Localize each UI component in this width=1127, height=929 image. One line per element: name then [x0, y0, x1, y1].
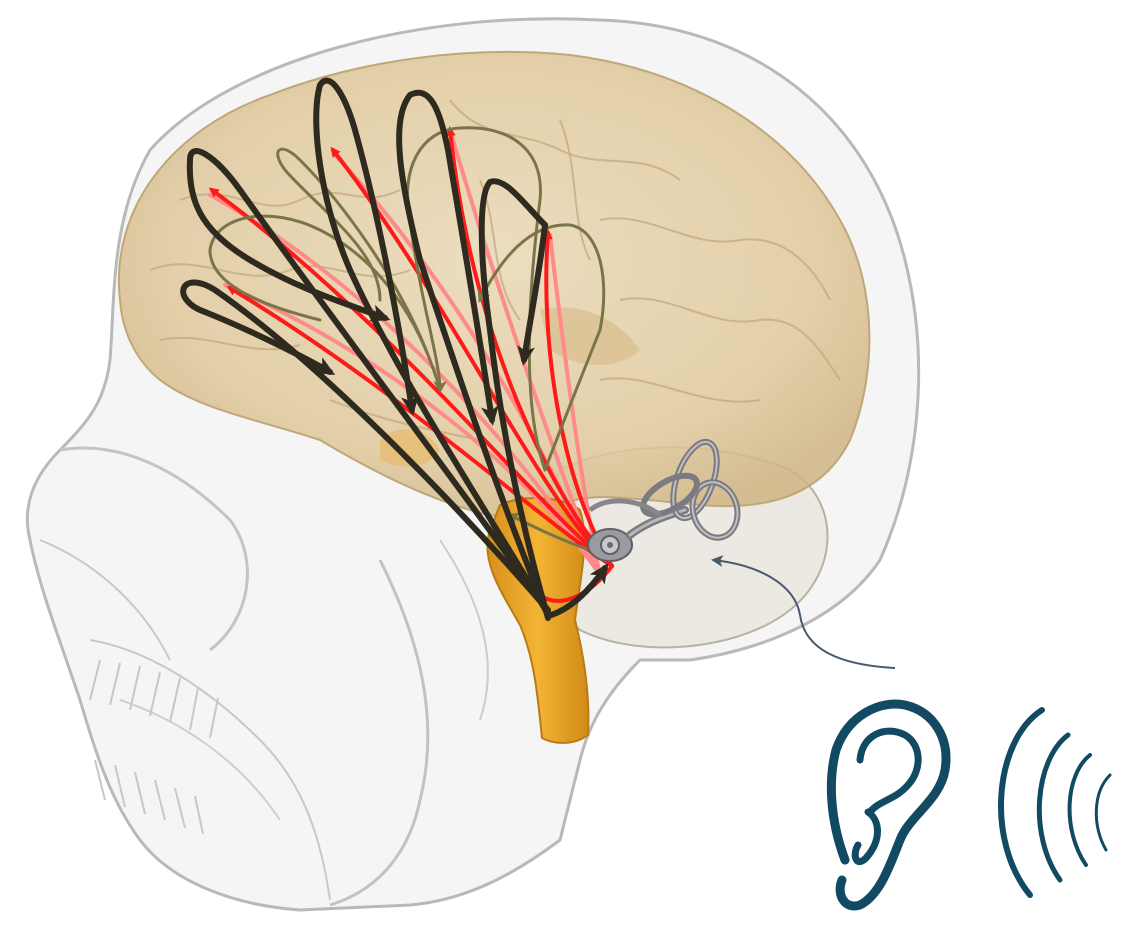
ear-icon [831, 704, 946, 906]
sound-waves-icon [1001, 710, 1110, 895]
